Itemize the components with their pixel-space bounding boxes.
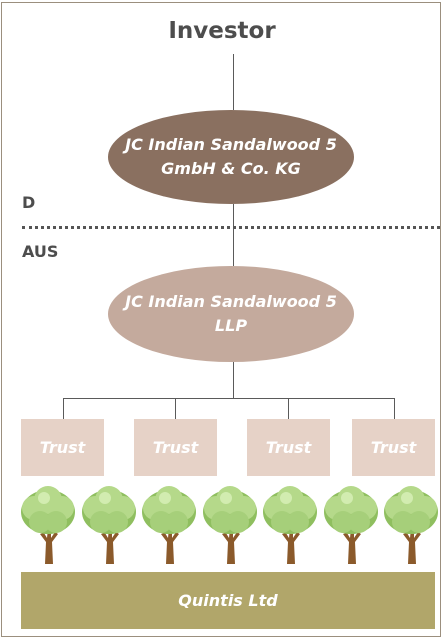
region-label-d: D	[22, 193, 36, 212]
region-label-aus: AUS	[22, 242, 59, 261]
entity-quintis: Quintis Ltd	[21, 572, 435, 629]
tree-icon	[321, 484, 381, 564]
tree-icon	[18, 484, 78, 564]
trust-label: Trust	[370, 438, 417, 457]
tree-icon	[260, 484, 320, 564]
trust-box-4: Trust	[352, 419, 435, 476]
connector-trust-4	[394, 398, 395, 419]
entity-gmbh: JC Indian Sandalwood 5 GmbH & Co. KG	[108, 110, 354, 204]
trust-box-1: Trust	[21, 419, 104, 476]
connector-gmbh-to-llp	[233, 204, 234, 266]
investor-label: Investor	[168, 18, 276, 44]
trust-label: Trust	[152, 438, 199, 457]
tree-icon	[200, 484, 260, 564]
trust-label: Trust	[39, 438, 86, 457]
tree-icon	[139, 484, 199, 564]
entity-llp-label: JC Indian Sandalwood 5 LLP	[125, 292, 337, 335]
connector-trust-3	[288, 398, 289, 419]
connector-trust-bus	[63, 398, 395, 399]
connector-investor-to-gmbh	[233, 54, 234, 110]
entity-quintis-label: Quintis Ltd	[178, 591, 278, 610]
trust-box-3: Trust	[247, 419, 330, 476]
connector-trust-1	[63, 398, 64, 419]
entity-gmbh-label: JC Indian Sandalwood 5 GmbH & Co. KG	[125, 135, 337, 178]
trust-label: Trust	[265, 438, 312, 457]
tree-icon	[79, 484, 139, 564]
trust-box-2: Trust	[134, 419, 217, 476]
connector-llp-down	[233, 362, 234, 398]
tree-icon	[381, 484, 441, 564]
entity-llp: JC Indian Sandalwood 5 LLP	[108, 266, 354, 362]
border-divider	[22, 226, 440, 229]
connector-trust-2	[175, 398, 176, 419]
